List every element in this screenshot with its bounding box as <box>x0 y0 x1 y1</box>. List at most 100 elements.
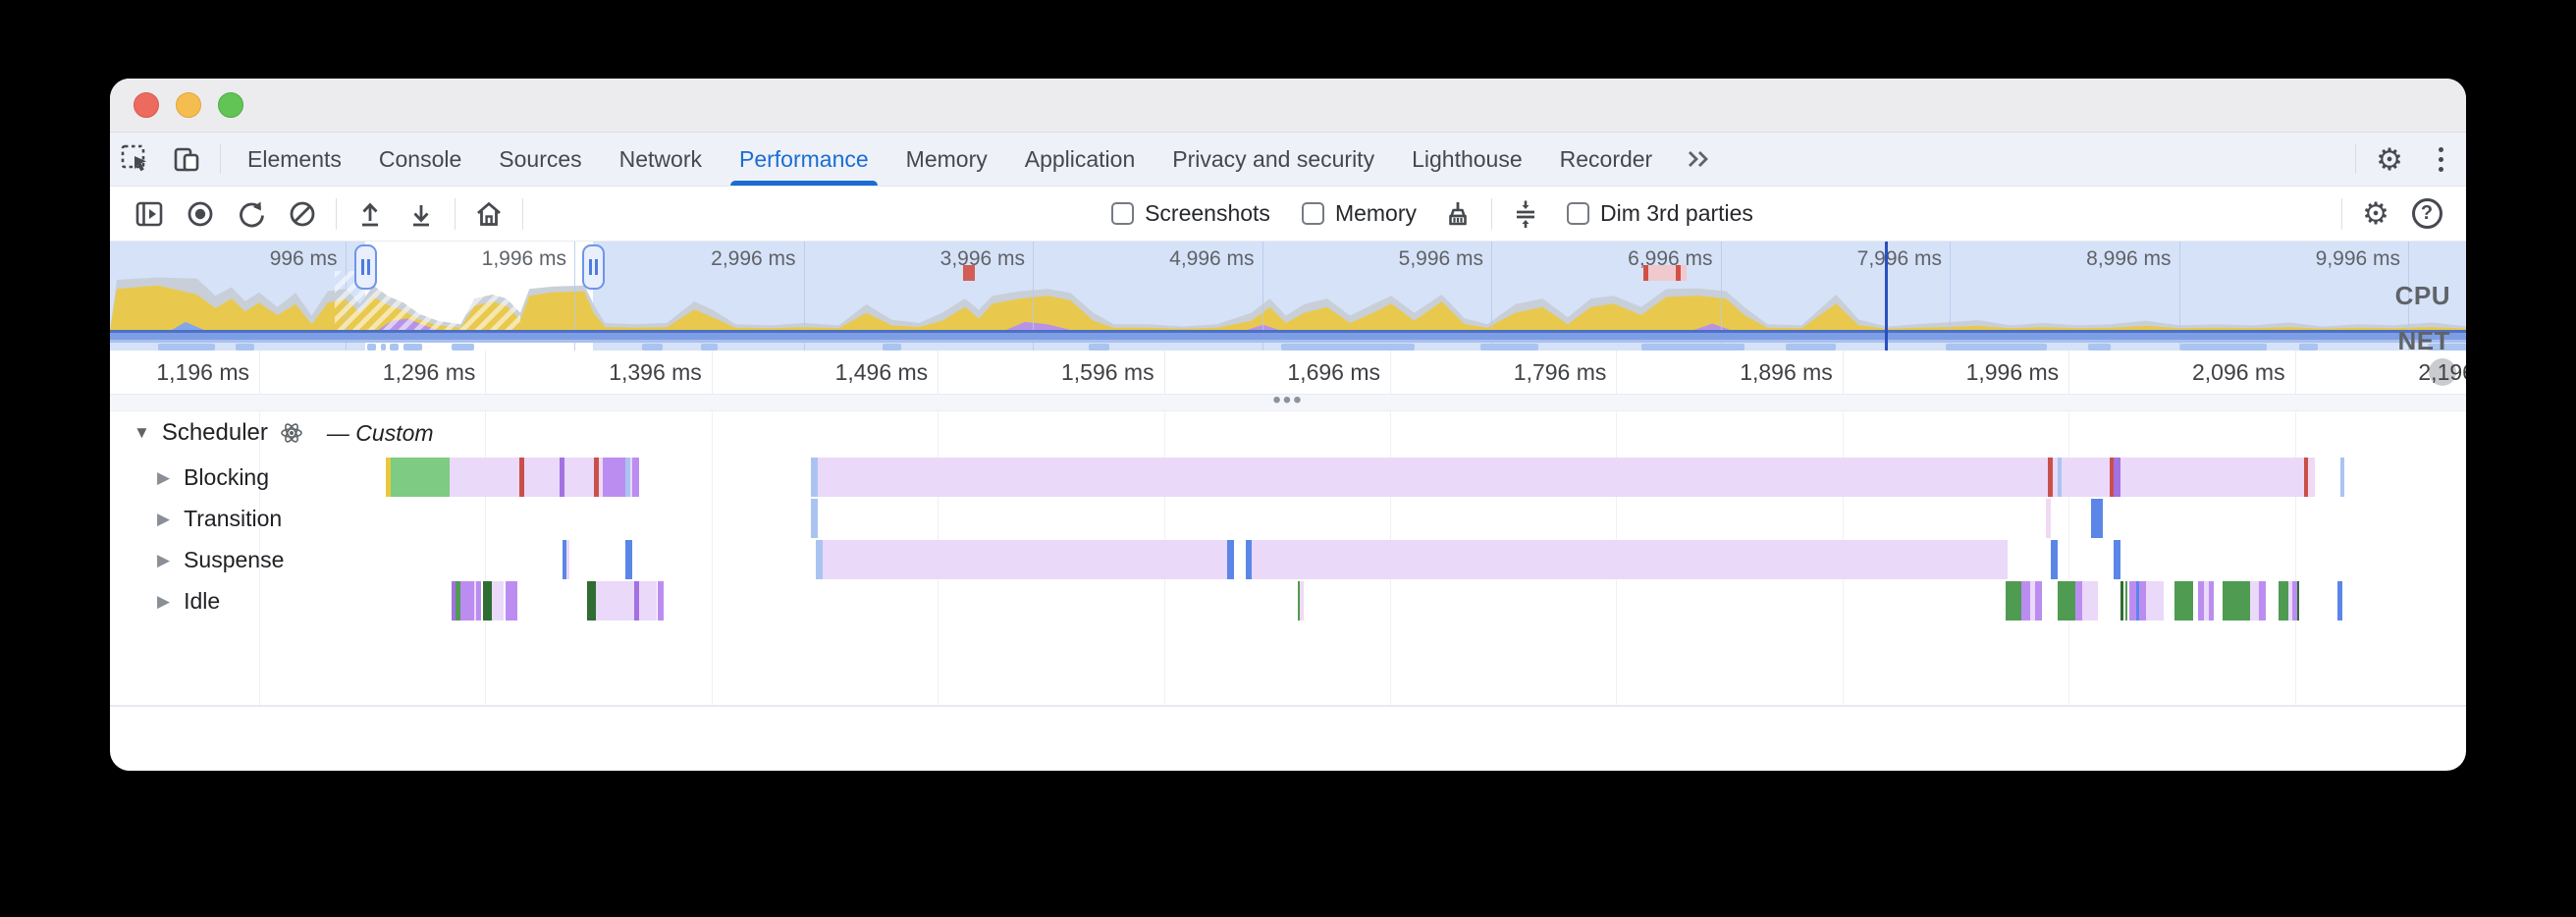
flame-event-segment[interactable] <box>460 581 474 620</box>
capture-settings-button[interactable]: ⚙ <box>2350 192 2401 236</box>
flame-event-segment[interactable] <box>2222 581 2250 620</box>
tab-network[interactable]: Network <box>618 145 702 172</box>
flame-event-segment[interactable] <box>811 499 819 538</box>
flame-event-segment[interactable] <box>2091 499 2103 538</box>
flame-event-segment[interactable] <box>2296 581 2300 620</box>
flame-event-segment[interactable] <box>476 581 481 620</box>
flame-event-segment[interactable] <box>603 458 626 497</box>
flame-event-segment[interactable] <box>506 581 517 620</box>
flame-event-segment[interactable] <box>2053 458 2058 497</box>
flame-event-segment[interactable] <box>390 458 450 497</box>
flame-event-segment[interactable] <box>2020 581 2031 620</box>
tab-sources[interactable]: Sources <box>499 145 582 172</box>
flame-event-segment[interactable] <box>629 458 633 497</box>
flame-event-segment[interactable] <box>2050 540 2058 579</box>
expand-triangle-icon[interactable]: ▶ <box>157 509 171 528</box>
flame-event-segment[interactable] <box>598 458 604 497</box>
flame-event-segment[interactable] <box>2120 458 2304 497</box>
help-button[interactable]: ? <box>2401 192 2452 236</box>
flame-event-segment[interactable] <box>2124 581 2128 620</box>
inspect-element-button[interactable] <box>110 133 161 186</box>
flame-event-segment[interactable] <box>822 540 1228 579</box>
flame-event-segment[interactable] <box>2034 581 2042 620</box>
flame-event-segment[interactable] <box>2303 458 2309 497</box>
flame-event-segment[interactable] <box>1252 540 2008 579</box>
scrollbar-thumb[interactable] <box>2429 358 2456 386</box>
tab-performance[interactable]: Performance <box>721 133 887 186</box>
flame-event-segment[interactable] <box>2204 581 2210 620</box>
flame-event-segment[interactable] <box>2337 581 2342 620</box>
flame-event-segment[interactable] <box>1227 540 1235 579</box>
memory-checkbox[interactable]: Memory <box>1301 200 1417 227</box>
save-profile-button[interactable] <box>396 192 447 236</box>
dim-3rd-parties-checkbox[interactable]: Dim 3rd parties <box>1567 200 1753 227</box>
flame-event-segment[interactable] <box>625 540 633 579</box>
tab-elements[interactable]: Elements <box>247 145 342 172</box>
more-tabs-button[interactable] <box>1671 133 1726 186</box>
flame-event-segment[interactable] <box>818 458 2049 497</box>
selection-left-handle[interactable] <box>354 244 377 290</box>
flame-event-segment[interactable] <box>2258 581 2266 620</box>
flame-event-segment[interactable] <box>386 458 391 497</box>
expand-triangle-icon[interactable]: ▶ <box>157 591 171 611</box>
flame-event-segment[interactable] <box>523 458 561 497</box>
flame-event-segment[interactable] <box>2030 581 2035 620</box>
track-header-scheduler[interactable]: ▼ Scheduler — Custom <box>134 419 434 447</box>
flame-event-segment[interactable] <box>639 581 658 620</box>
zoom-window-button[interactable] <box>218 92 243 118</box>
flame-event-segment[interactable] <box>518 458 524 497</box>
live-metrics-button[interactable] <box>463 192 514 236</box>
track-row-transition[interactable]: ▶Transition <box>157 506 282 532</box>
flame-event-segment[interactable] <box>2075 581 2083 620</box>
flame-event-segment[interactable] <box>2197 581 2205 620</box>
minimize-window-button[interactable] <box>176 92 201 118</box>
flame-event-segment[interactable] <box>2209 581 2214 620</box>
track-row-suspense[interactable]: ▶Suspense <box>157 547 284 573</box>
flame-event-segment[interactable] <box>2249 581 2259 620</box>
flame-event-segment[interactable] <box>562 540 567 579</box>
flame-event-segment[interactable] <box>492 581 504 620</box>
flame-event-segment[interactable] <box>2287 581 2293 620</box>
tab-application[interactable]: Application <box>1024 145 1136 172</box>
tab-memory[interactable]: Memory <box>905 145 988 172</box>
flame-event-segment[interactable] <box>451 581 456 620</box>
flame-event-segment[interactable] <box>2082 581 2099 620</box>
flame-event-segment[interactable] <box>2174 581 2193 620</box>
flame-event-segment[interactable] <box>634 581 640 620</box>
flame-event-segment[interactable] <box>811 458 819 497</box>
flame-event-segment[interactable] <box>2114 458 2121 497</box>
load-profile-button[interactable] <box>345 192 396 236</box>
flame-event-segment[interactable] <box>2339 458 2345 497</box>
collect-garbage-button[interactable] <box>1432 192 1483 236</box>
flame-event-segment[interactable] <box>815 540 823 579</box>
titlebar[interactable] <box>110 79 2466 133</box>
panel-splitter[interactable]: ••• <box>110 389 2466 412</box>
flame-event-segment[interactable] <box>2138 581 2146 620</box>
tab-console[interactable]: Console <box>378 145 462 172</box>
collapse-triangle-icon[interactable]: ▼ <box>134 423 150 442</box>
flame-event-segment[interactable] <box>657 581 665 620</box>
close-window-button[interactable] <box>134 92 159 118</box>
expand-triangle-icon[interactable]: ▶ <box>157 467 171 487</box>
flame-event-segment[interactable] <box>1297 581 1301 620</box>
flame-event-segment[interactable] <box>625 458 630 497</box>
flame-event-segment[interactable] <box>2145 581 2164 620</box>
flame-event-segment[interactable] <box>473 581 477 620</box>
flame-event-segment[interactable] <box>2057 581 2076 620</box>
flame-event-segment[interactable] <box>2062 458 2110 497</box>
customize-devtools-button[interactable] <box>2415 133 2466 186</box>
playhead-line[interactable] <box>1884 242 1888 351</box>
toggle-sidebar-button[interactable] <box>124 192 175 236</box>
flame-event-segment[interactable] <box>593 458 599 497</box>
flame-event-segment[interactable] <box>2279 581 2288 620</box>
track-row-idle[interactable]: ▶Idle <box>157 588 220 615</box>
flame-event-segment[interactable] <box>2109 458 2115 497</box>
expand-triangle-icon[interactable]: ▶ <box>157 550 171 569</box>
flame-event-segment[interactable] <box>596 581 635 620</box>
flame-event-segment[interactable] <box>632 458 640 497</box>
flame-event-segment[interactable] <box>564 458 594 497</box>
flame-event-segment[interactable] <box>587 581 597 620</box>
collapse-flame-chart-button[interactable] <box>1500 192 1551 236</box>
